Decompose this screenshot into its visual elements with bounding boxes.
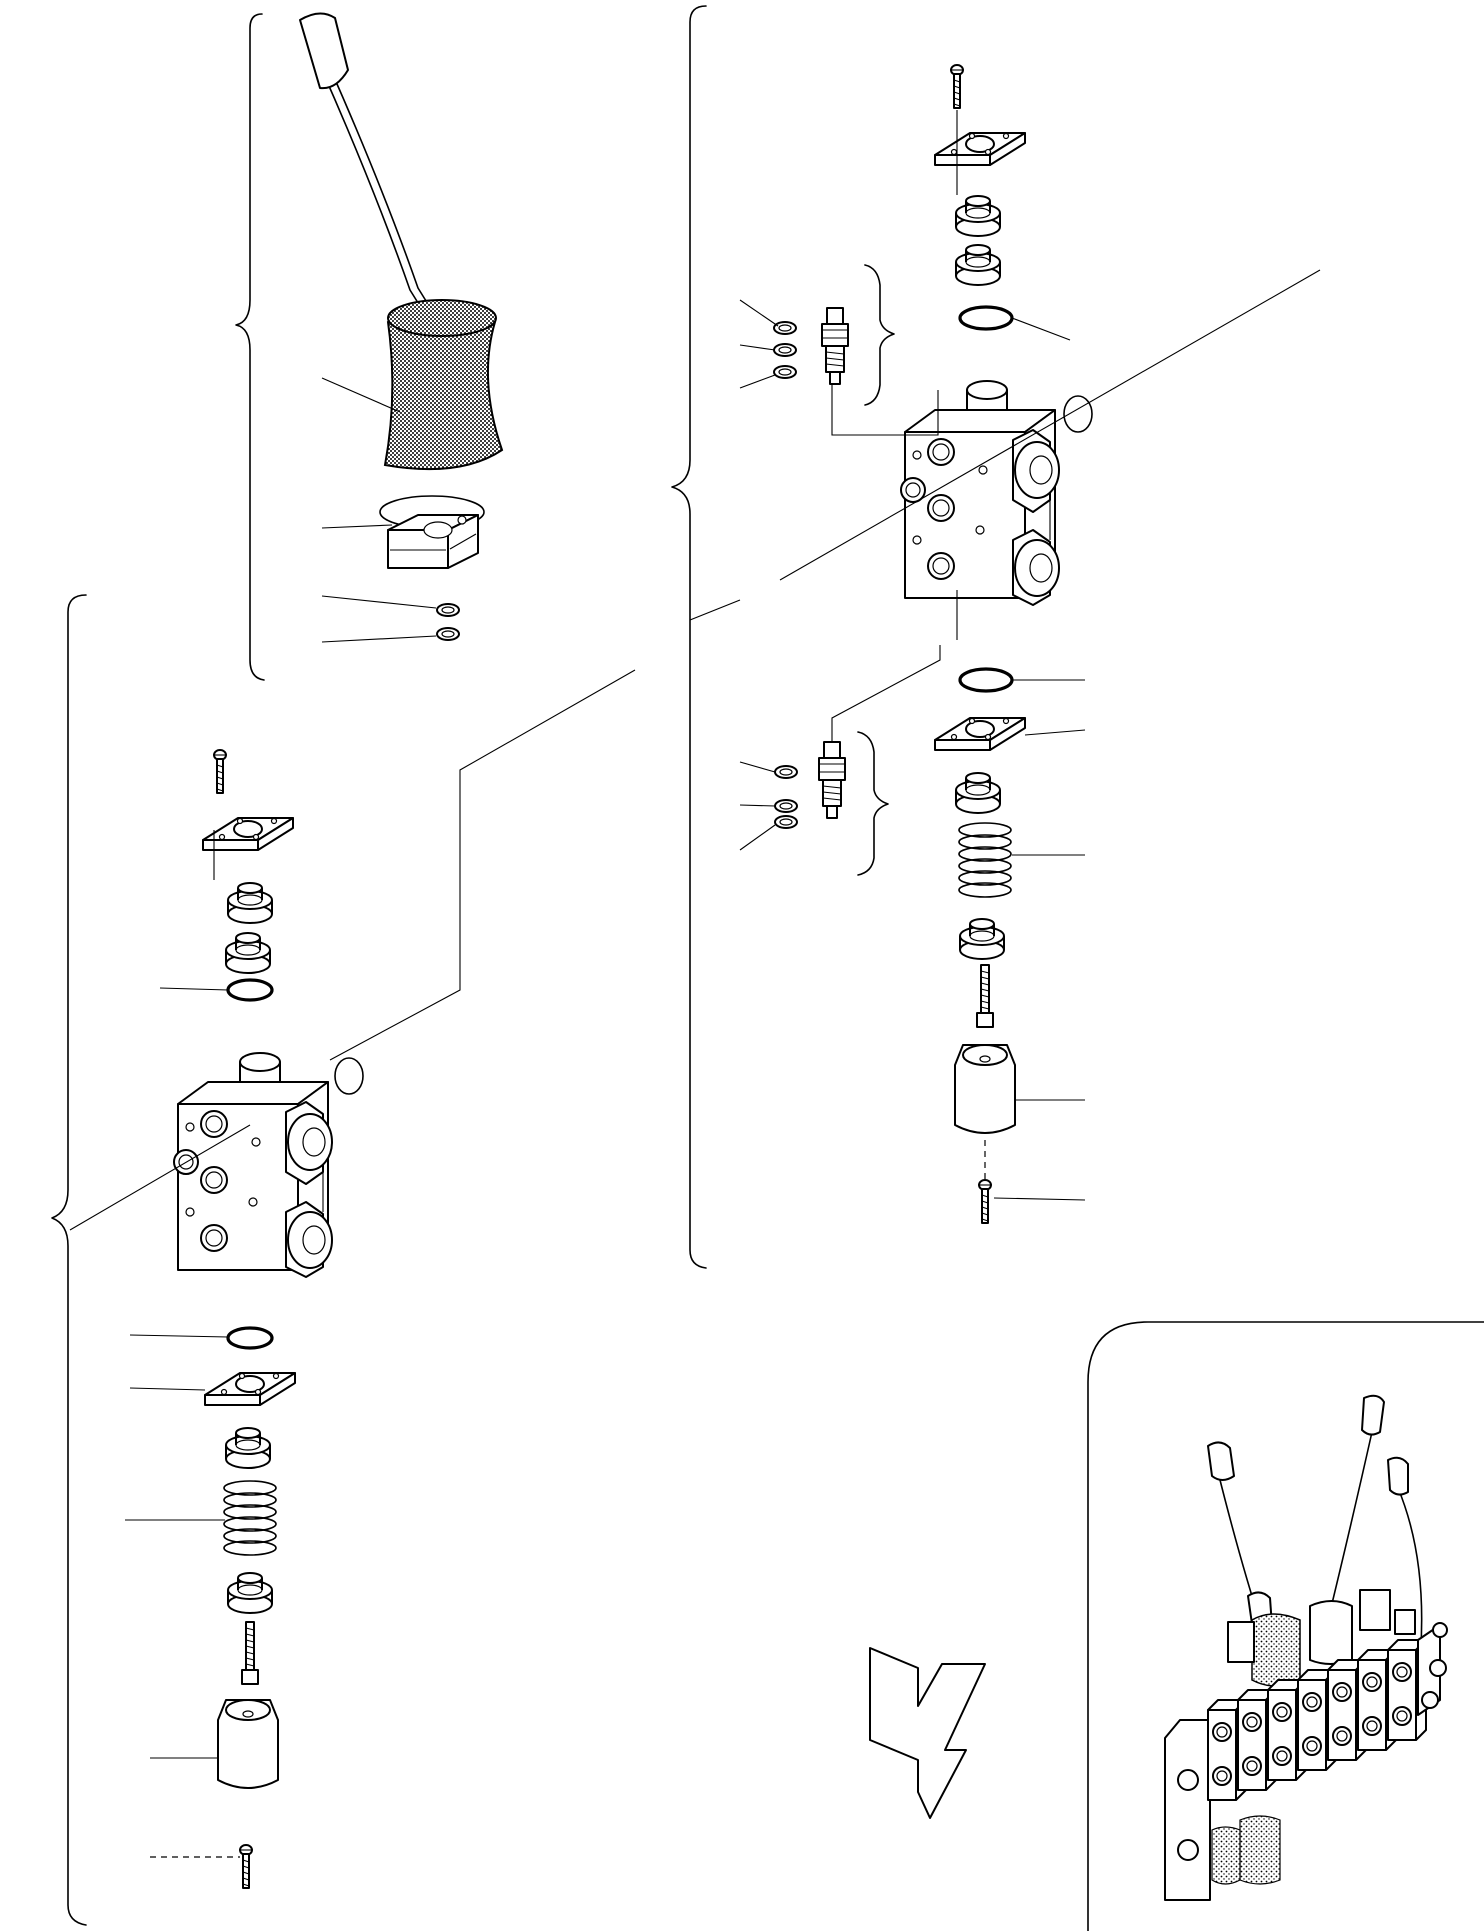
lever-rod (321, 69, 441, 341)
group-brace-lever (235, 13, 265, 681)
leader-lines-right (993, 317, 1086, 1201)
valve-section-right (671, 5, 1321, 1269)
o-ring-right-upper (958, 305, 1014, 331)
overview-inset (1087, 1321, 1484, 1931)
valve-section-left (51, 594, 636, 1926)
lever-assembly-group (235, 12, 504, 681)
o-ring-right-lower (958, 667, 1014, 693)
group-brace-left (51, 594, 87, 1926)
relief-valve-upper (739, 264, 939, 436)
inset-frame (1087, 1321, 1484, 1931)
group-brace-right (671, 5, 707, 1269)
hollow-arrow-icon (869, 1647, 986, 1819)
group-brace-relief-lower (857, 731, 889, 876)
o-ring-left-upper (226, 978, 274, 1002)
lever-knob (299, 12, 349, 90)
leader-lines-left (125, 987, 229, 1759)
relief-valve-lower (739, 645, 941, 876)
inset-valve-bank (1164, 1589, 1448, 1901)
leader-lines-lever (321, 377, 437, 643)
group-brace-relief-upper (864, 264, 895, 406)
lever-base-block (387, 514, 479, 569)
o-ring-left-lower (226, 1326, 274, 1350)
